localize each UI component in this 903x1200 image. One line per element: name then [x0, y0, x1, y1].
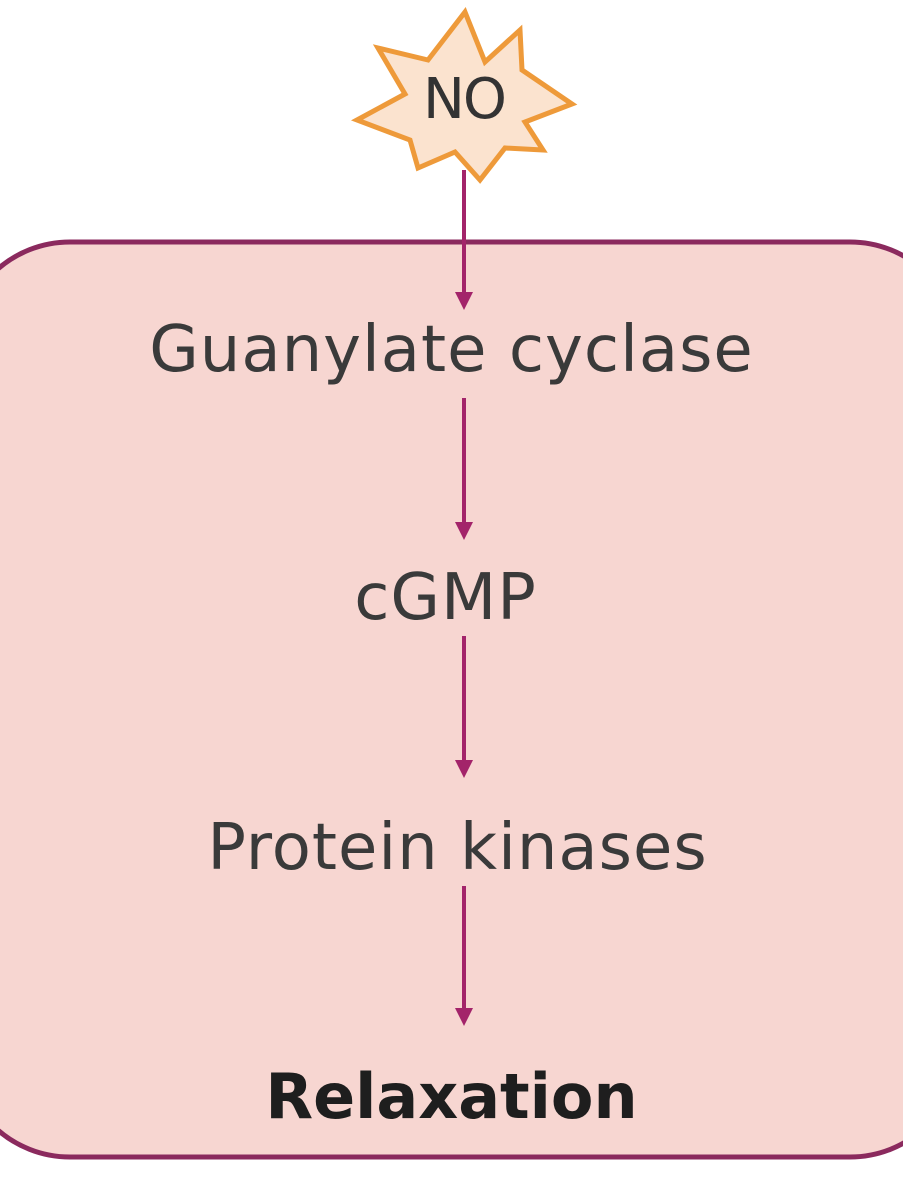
- guanylate-cyclase-label: Guanylate cyclase: [149, 313, 754, 387]
- protein-kinases-label: Protein kinases: [207, 811, 708, 885]
- arrow-protein-to-relaxation: [455, 886, 473, 1026]
- arrow-guanylate-to-cgmp: [455, 398, 473, 540]
- arrow-no-to-guanylate: [455, 170, 473, 310]
- cell-region: [0, 239, 903, 1160]
- arrow-cgmp-to-protein: [455, 636, 473, 778]
- no-label: NO: [423, 67, 507, 132]
- cgmp-label: cGMP: [354, 561, 537, 635]
- relaxation-label: Relaxation: [265, 1060, 638, 1133]
- no-starburst-shape: [350, 7, 578, 184]
